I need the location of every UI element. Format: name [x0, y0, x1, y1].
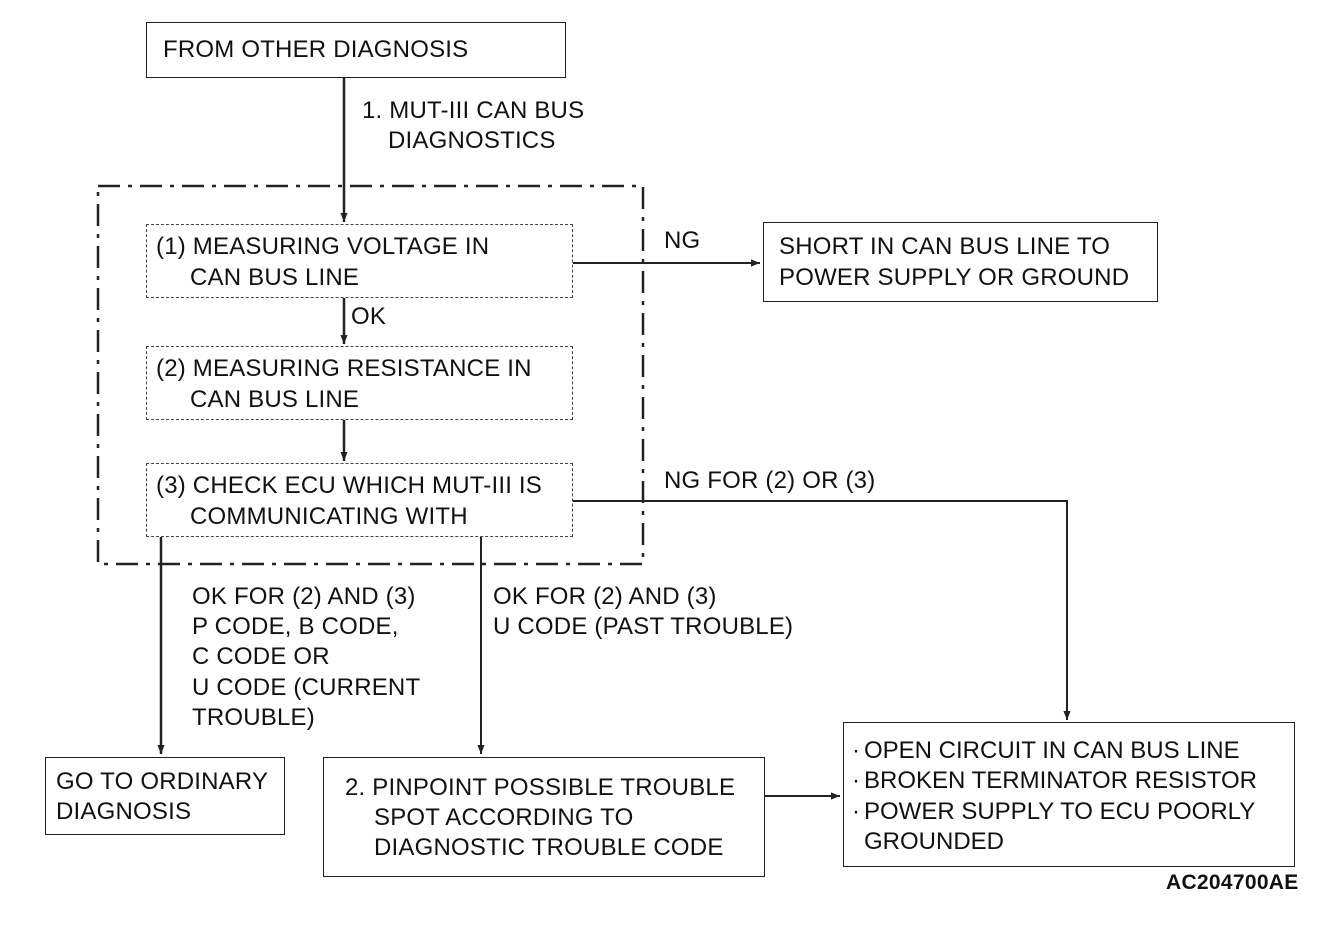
ok-current-label-line5: TROUBLE)	[192, 704, 315, 731]
ordinary-text-line2: DIAGNOSIS	[56, 798, 192, 825]
short-text-line1: SHORT IN CAN BUS LINE TO	[779, 233, 1111, 260]
step2-text-line1: (2) MEASURING RESISTANCE IN	[156, 355, 532, 382]
ok-past-label-line1: OK FOR (2) AND (3)	[493, 583, 717, 610]
ok-current-label-line3: C CODE OR	[192, 643, 330, 670]
ordinary-diagnosis-box: GO TO ORDINARY DIAGNOSIS	[45, 757, 285, 835]
pinpoint-trouble-box: 2. PINPOINT POSSIBLE TROUBLE SPOT ACCORD…	[323, 757, 765, 877]
pinpoint-text-line3: DIAGNOSTIC TROUBLE CODE	[374, 834, 724, 861]
step2-text-line2: CAN BUS LINE	[190, 386, 360, 413]
arrow-step3-ng-to-causes	[573, 500, 1071, 720]
short-text-line2: POWER SUPPLY OR GROUND	[779, 264, 1130, 291]
cause-item-3: ·POWER SUPPLY TO ECU POORLY	[852, 797, 1255, 827]
step1-text-line2: CAN BUS LINE	[190, 264, 360, 291]
cause-item-2-text: BROKEN TERMINATOR RESISTOR	[864, 767, 1257, 794]
cause-item-1-text: OPEN CIRCUIT IN CAN BUS LINE	[864, 737, 1240, 764]
causes-box: ·OPEN CIRCUIT IN CAN BUS LINE ·BROKEN TE…	[843, 722, 1295, 867]
bullet-mark: ·	[852, 798, 860, 825]
ok-label: OK	[351, 303, 387, 330]
cause-item-1: ·OPEN CIRCUIT IN CAN BUS LINE	[852, 736, 1240, 766]
ng-label: NG	[664, 227, 701, 254]
test-group-frame	[96, 184, 645, 566]
mut-diagnostics-label-line2: DIAGNOSTICS	[388, 127, 556, 154]
from-other-diagnosis-text: FROM OTHER DIAGNOSIS	[163, 36, 469, 63]
step3-check-ecu-box: (3) CHECK ECU WHICH MUT-III IS COMMUNICA…	[146, 463, 573, 537]
bullet-mark: ·	[852, 737, 860, 764]
ordinary-text-line1: GO TO ORDINARY	[56, 768, 269, 795]
cause-item-3-text-continued: GROUNDED	[864, 828, 1005, 855]
step3-text-line2: COMMUNICATING WITH	[190, 503, 468, 530]
pinpoint-text-line1: 2. PINPOINT POSSIBLE TROUBLE	[345, 774, 736, 801]
short-result-box: SHORT IN CAN BUS LINE TO POWER SUPPLY OR…	[763, 222, 1158, 302]
cause-item-3-continued: GROUNDED	[864, 827, 1004, 857]
cause-item-2: ·BROKEN TERMINATOR RESISTOR	[852, 766, 1257, 796]
step3-text-line1: (3) CHECK ECU WHICH MUT-III IS	[156, 472, 543, 499]
step1-text-line1: (1) MEASURING VOLTAGE IN	[156, 233, 490, 260]
ok-current-label-line2: P CODE, B CODE,	[192, 613, 399, 640]
ok-current-label-line1: OK FOR (2) AND (3)	[192, 583, 416, 610]
step1-measure-voltage-box: (1) MEASURING VOLTAGE IN CAN BUS LINE	[146, 224, 573, 298]
ng-for-2-or-3-label: NG FOR (2) OR (3)	[664, 467, 876, 494]
bullet-mark: ·	[852, 767, 860, 794]
ok-past-label-line2: U CODE (PAST TROUBLE)	[493, 613, 794, 640]
cause-item-3-text: POWER SUPPLY TO ECU POORLY	[864, 798, 1256, 825]
figure-code: AC204700AE	[1166, 871, 1299, 894]
step2-measure-resistance-box: (2) MEASURING RESISTANCE IN CAN BUS LINE	[146, 346, 573, 420]
ok-current-label-line4: U CODE (CURRENT	[192, 674, 421, 701]
from-other-diagnosis-box: FROM OTHER DIAGNOSIS	[146, 22, 566, 78]
pinpoint-text-line2: SPOT ACCORDING TO	[374, 804, 634, 831]
mut-diagnostics-label-line1: 1. MUT-III CAN BUS	[362, 97, 585, 124]
